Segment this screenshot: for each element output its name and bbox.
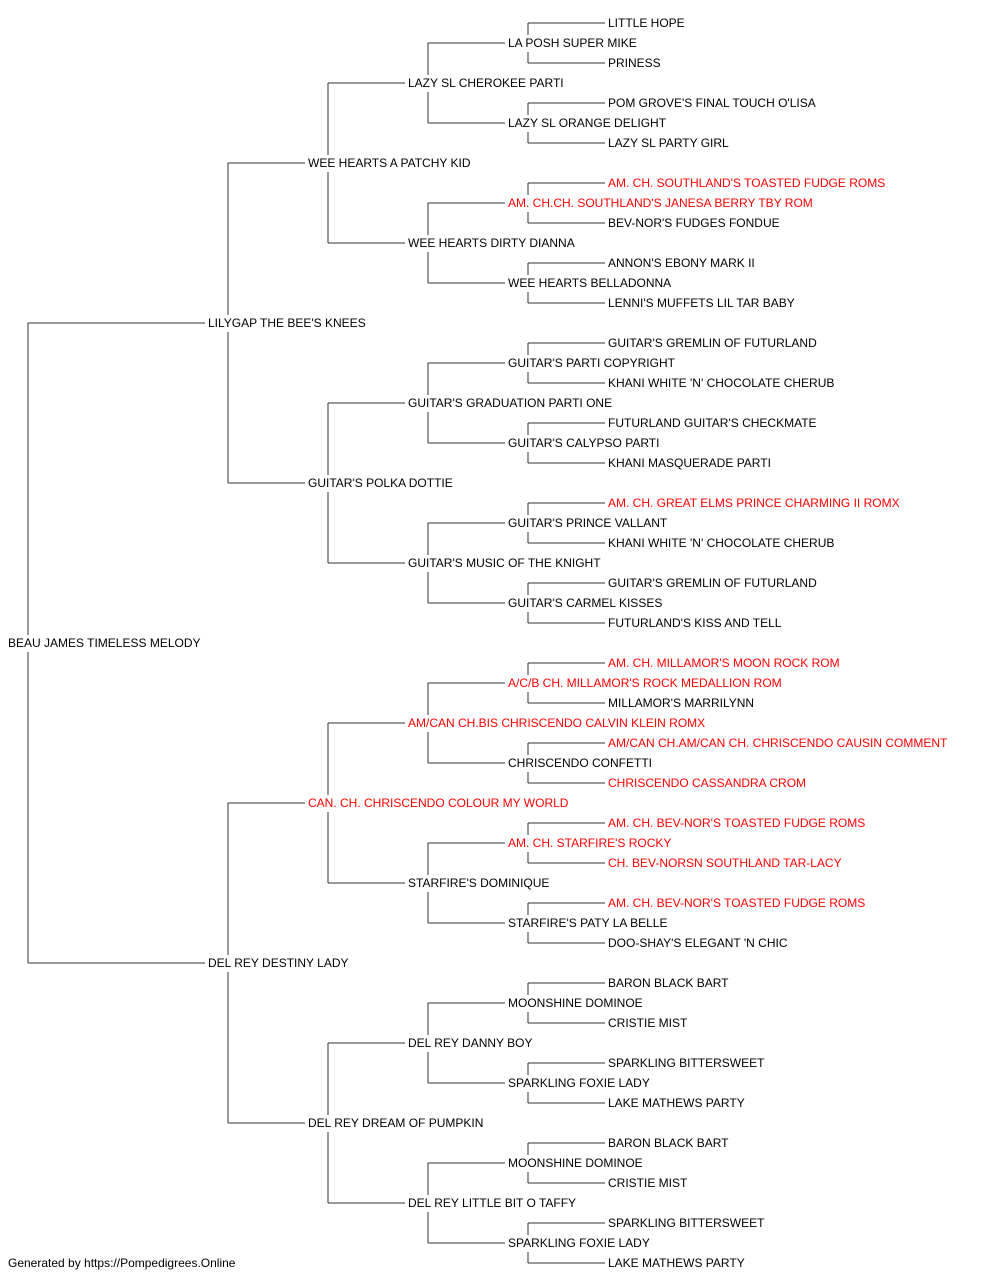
pedigree-name-sire.sire.sire.dam: LAZY SL ORANGE DELIGHT xyxy=(508,116,667,130)
pedigree-name-dam.sire.sire.dam: CHRISCENDO CONFETTI xyxy=(508,756,652,770)
pedigree-name-dam.dam.sire.dam: SPARKLING FOXIE LADY xyxy=(508,1076,650,1090)
pedigree-name-sire.dam.dam: GUITAR'S MUSIC OF THE KNIGHT xyxy=(408,556,601,570)
pedigree-name-sire.sire: WEE HEARTS A PATCHY KID xyxy=(308,156,471,170)
pedigree-name-dam.sire.dam.dam.dam: DOO-SHAY'S ELEGANT 'N CHIC xyxy=(608,936,788,950)
pedigree-name-dam.sire.dam.dam: STARFIRE'S PATY LA BELLE xyxy=(508,916,667,930)
pedigree-name-dam.dam.dam.dam.dam: LAKE MATHEWS PARTY xyxy=(608,1256,745,1270)
pedigree-name-sire.sire.dam.dam: WEE HEARTS BELLADONNA xyxy=(508,276,671,290)
pedigree-name-sire.sire.sire: LAZY SL CHEROKEE PARTI xyxy=(408,76,564,90)
pedigree-name-sire.sire.sire.sire.dam: PRINESS xyxy=(608,56,661,70)
pedigree-name-dam.sire.sire.dam.sire: AM/CAN CH.AM/CAN CH. CHRISCENDO CAUSIN C… xyxy=(608,736,948,750)
pedigree-name-dam.sire.sire.sire.dam: MILLAMOR'S MARRILYNN xyxy=(608,696,754,710)
pedigree-name-dam.dam.dam.dam.sire: SPARKLING BITTERSWEET xyxy=(608,1216,765,1230)
pedigree-name-dam.dam.dam.sire.sire: BARON BLACK BART xyxy=(608,1136,729,1150)
pedigree-name-sire.sire.sire.dam.dam: LAZY SL PARTY GIRL xyxy=(608,136,729,150)
pedigree-name-sire.sire.sire.sire: LA POSH SUPER MIKE xyxy=(508,36,637,50)
pedigree-name-sire.sire.dam.dam.dam: LENNI'S MUFFETS LIL TAR BABY xyxy=(608,296,795,310)
pedigree-name-sire.sire.dam: WEE HEARTS DIRTY DIANNA xyxy=(408,236,575,250)
pedigree-name-dam.dam.dam.dam: SPARKLING FOXIE LADY xyxy=(508,1236,650,1250)
pedigree-name-sire.sire.dam.sire.dam: BEV-NOR'S FUDGES FONDUE xyxy=(608,216,780,230)
pedigree-name-sire.dam.sire.dam.dam: KHANI MASQUERADE PARTI xyxy=(608,456,771,470)
pedigree-name-sire.dam.dam.sire.dam: KHANI WHITE 'N' CHOCOLATE CHERUB xyxy=(608,536,834,550)
pedigree-name-dam.dam: DEL REY DREAM OF PUMPKIN xyxy=(308,1116,483,1130)
pedigree-name-dam.sire.sire.sire.sire: AM. CH. MILLAMOR'S MOON ROCK ROM xyxy=(608,656,840,670)
pedigree-name-dam.dam.sire.dam.dam: LAKE MATHEWS PARTY xyxy=(608,1096,745,1110)
pedigree-name-dam: DEL REY DESTINY LADY xyxy=(208,956,349,970)
pedigree-name-dam.dam.sire.sire.sire: BARON BLACK BART xyxy=(608,976,729,990)
pedigree-name-sire: LILYGAP THE BEE'S KNEES xyxy=(208,316,366,330)
pedigree-name-dam.sire.dam.dam.sire: AM. CH. BEV-NOR'S TOASTED FUDGE ROMS xyxy=(608,896,865,910)
footer-credit: Generated by https://Pompedigrees.Online xyxy=(8,1256,236,1270)
pedigree-name-dam.dam.sire.sire.dam: CRISTIE MIST xyxy=(608,1016,688,1030)
pedigree-name-sire.dam.sire: GUITAR'S GRADUATION PARTI ONE xyxy=(408,396,612,410)
pedigree-name-dam.sire.dam.sire.sire: AM. CH. BEV-NOR'S TOASTED FUDGE ROMS xyxy=(608,816,865,830)
pedigree-name-sire.dam.dam.sire: GUITAR'S PRINCE VALLANT xyxy=(508,516,668,530)
pedigree-name-sire.dam: GUITAR'S POLKA DOTTIE xyxy=(308,476,453,490)
pedigree-name-sire.dam.sire.sire.sire: GUITAR'S GREMLIN OF FUTURLAND xyxy=(608,336,817,350)
pedigree-name-sire.sire.dam.dam.sire: ANNON'S EBONY MARK II xyxy=(608,256,755,270)
pedigree-name-dam.sire: CAN. CH. CHRISCENDO COLOUR MY WORLD xyxy=(308,796,569,810)
pedigree-name-sire.sire.sire.dam.sire: POM GROVE'S FINAL TOUCH O'LISA xyxy=(608,96,816,110)
pedigree-name-dam.dam.dam: DEL REY LITTLE BIT O TAFFY xyxy=(408,1196,576,1210)
pedigree-name-sire.dam.dam.dam: GUITAR'S CARMEL KISSES xyxy=(508,596,662,610)
pedigree-name-dam.dam.sire.dam.sire: SPARKLING BITTERSWEET xyxy=(608,1056,765,1070)
pedigree-name-dam.sire.dam: STARFIRE'S DOMINIQUE xyxy=(408,876,549,890)
pedigree-name-dam.dam.sire: DEL REY DANNY BOY xyxy=(408,1036,533,1050)
pedigree-name-sire.sire.sire.sire.sire: LITTLE HOPE xyxy=(608,16,685,30)
pedigree-name-sire.sire.dam.sire.sire: AM. CH. SOUTHLAND'S TOASTED FUDGE ROMS xyxy=(608,176,885,190)
pedigree-name-sire.dam.dam.sire.sire: AM. CH. GREAT ELMS PRINCE CHARMING II RO… xyxy=(608,496,900,510)
pedigree-name-sire.dam.sire.dam.sire: FUTURLAND GUITAR'S CHECKMATE xyxy=(608,416,817,430)
pedigree-name-dam.sire.dam.sire.dam: CH. BEV-NORSN SOUTHLAND TAR-LACY xyxy=(608,856,842,870)
pedigree-name-dam.dam.dam.sire: MOONSHINE DOMINOE xyxy=(508,1156,643,1170)
pedigree-name-sire.dam.dam.dam.sire: GUITAR'S GREMLIN OF FUTURLAND xyxy=(608,576,817,590)
pedigree-name-sire.dam.sire.sire: GUITAR'S PARTI COPYRIGHT xyxy=(508,356,676,370)
pedigree-name-dam.sire.sire.dam.dam: CHRISCENDO CASSANDRA CROM xyxy=(608,776,806,790)
pedigree-name-sire.dam.sire.dam: GUITAR'S CALYPSO PARTI xyxy=(508,436,659,450)
pedigree-name-subject: BEAU JAMES TIMELESS MELODY xyxy=(8,636,201,650)
pedigree-name-dam.sire.sire: AM/CAN CH.BIS CHRISCENDO CALVIN KLEIN RO… xyxy=(408,716,705,730)
pedigree-name-sire.sire.dam.sire: AM. CH.CH. SOUTHLAND'S JANESA BERRY TBY … xyxy=(508,196,813,210)
pedigree-name-dam.dam.dam.sire.dam: CRISTIE MIST xyxy=(608,1176,688,1190)
pedigree-name-dam.dam.sire.sire: MOONSHINE DOMINOE xyxy=(508,996,643,1010)
pedigree-name-dam.sire.sire.sire: A/C/B CH. MILLAMOR'S ROCK MEDALLION ROM xyxy=(508,676,782,690)
pedigree-name-dam.sire.dam.sire: AM. CH. STARFIRE'S ROCKY xyxy=(508,836,671,850)
pedigree-name-sire.dam.dam.dam.dam: FUTURLAND'S KISS AND TELL xyxy=(608,616,782,630)
pedigree-name-sire.dam.sire.sire.dam: KHANI WHITE 'N' CHOCOLATE CHERUB xyxy=(608,376,834,390)
